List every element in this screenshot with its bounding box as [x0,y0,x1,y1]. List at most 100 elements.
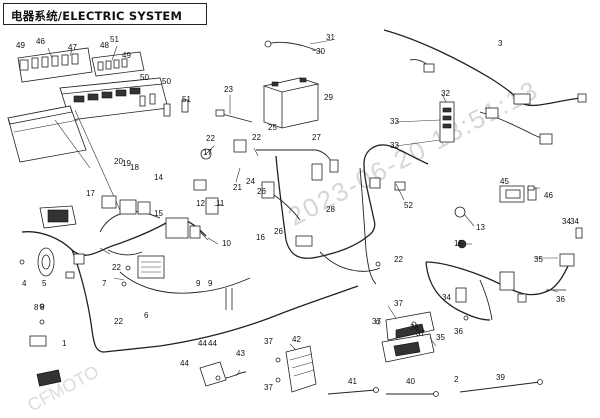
callout-26: 26 [257,187,266,196]
callout-38: 38 [410,323,419,332]
callout-47: 47 [68,43,77,52]
callout-21: 21 [233,183,242,192]
cable-30 [264,40,317,51]
callout-27: 27 [312,133,321,142]
diagram-title: 电器系统/ELECTRIC SYSTEM [11,9,183,23]
callout-5: 5 [42,279,47,288]
callout-22-left: 22 [206,134,215,143]
callout-49: 49 [16,41,25,50]
callout-24: 24 [246,177,255,186]
callout-37c: 37 [416,329,425,338]
callout-15: 15 [154,209,163,218]
callout-10: 10 [222,239,231,248]
callout-37e: 37 [264,383,273,392]
callout-37b: 37 [394,299,403,308]
callout-39: 39 [496,373,505,382]
callout-20: 20 [114,157,123,166]
callout-36: 36 [556,295,565,304]
callout-17-left: 17 [86,189,95,198]
callout-12: 12 [196,199,205,208]
callout-40: 40 [406,377,415,386]
callout-11: 11 [216,199,225,208]
callout-34b: 34 [570,217,579,226]
cable-39 [459,379,543,393]
callout-26b: 26 [274,227,283,236]
callout-3: 3 [498,39,503,48]
callout-32: 32 [441,89,450,98]
watermark-timestamp: 2023-06-20 13:51:13 [283,74,544,232]
callout-36-low: 36 [454,327,463,336]
callout-31: 31 [326,33,335,42]
callout-18: 18 [130,163,139,172]
rear-harness [425,253,575,321]
harness-3 [383,29,587,145]
callout-44: 44 [198,339,207,348]
bracket-44 [199,361,247,387]
callout-33: 33 [390,117,399,126]
fuse-49a [19,59,29,71]
main-harness-left [21,148,359,387]
cable-40 [386,391,439,397]
callout-37: 37 [372,317,381,326]
tail-light-38 [381,311,435,363]
callout-34: 34 [562,217,571,226]
callout-51: 51 [110,35,119,44]
callout-8: 8 [34,303,39,312]
fuse-box-assembly [7,47,189,229]
main-harness-center [233,139,429,285]
callout-29: 29 [324,93,333,102]
callout-numbers: 49 46 47 48 51 49 50 50 51 31 30 3 23 29… [16,33,579,392]
callout-49b: 49 [122,51,131,60]
callout-50: 50 [140,73,149,82]
callout-6: 6 [144,311,149,320]
callout-25: 25 [268,123,277,132]
callout-22-low: 22 [114,317,123,326]
sensor-32 [439,101,455,143]
callout-35-low: 35 [436,333,445,342]
callout-1: 1 [62,339,67,348]
callout-43: 43 [236,349,245,358]
cable-41 [327,387,379,395]
callout-15-right: 15 [454,239,463,248]
callout-44c: 44 [180,359,189,368]
relay-45 [499,185,537,203]
callout-41: 41 [348,377,357,386]
watermark-brand: CFMOTO [24,361,102,415]
leader-lines [47,39,559,377]
callout-51b: 51 [182,95,191,104]
callout-4: 4 [22,279,27,288]
callout-52: 52 [404,201,413,210]
callout-2: 2 [454,375,459,384]
title-frame: 电器系统/ELECTRIC SYSTEM [3,3,207,25]
callout-17: 17 [203,148,212,157]
relay-module [165,217,189,239]
callout-19: 19 [122,159,131,168]
callout-9b: 9 [208,279,213,288]
callout-9: 9 [196,279,201,288]
regulator-42 [285,345,317,393]
callout-16: 16 [256,233,265,242]
bracket-part [36,369,62,387]
callout-48: 48 [100,41,109,50]
misc-parts [19,181,583,383]
callout-46: 46 [36,37,45,46]
bolt-23 [215,109,253,123]
callout-35: 35 [534,255,543,264]
callout-8b: 8 [40,303,45,312]
callout-37d: 37 [264,337,273,346]
callout-14: 14 [154,173,163,182]
callout-46-right: 46 [544,191,553,200]
callout-13: 13 [476,223,485,232]
battery [262,77,320,129]
callout-23: 23 [224,85,233,94]
connector-1 [29,335,47,347]
callout-7: 7 [102,279,107,288]
callout-22-right: 22 [394,255,403,264]
callout-28: 28 [326,205,335,214]
callout-34-low: 34 [442,293,451,302]
callout-45: 45 [500,177,509,186]
callout-50b: 50 [162,77,171,86]
callout-22-mid: 22 [112,263,121,272]
callout-30: 30 [316,47,325,56]
